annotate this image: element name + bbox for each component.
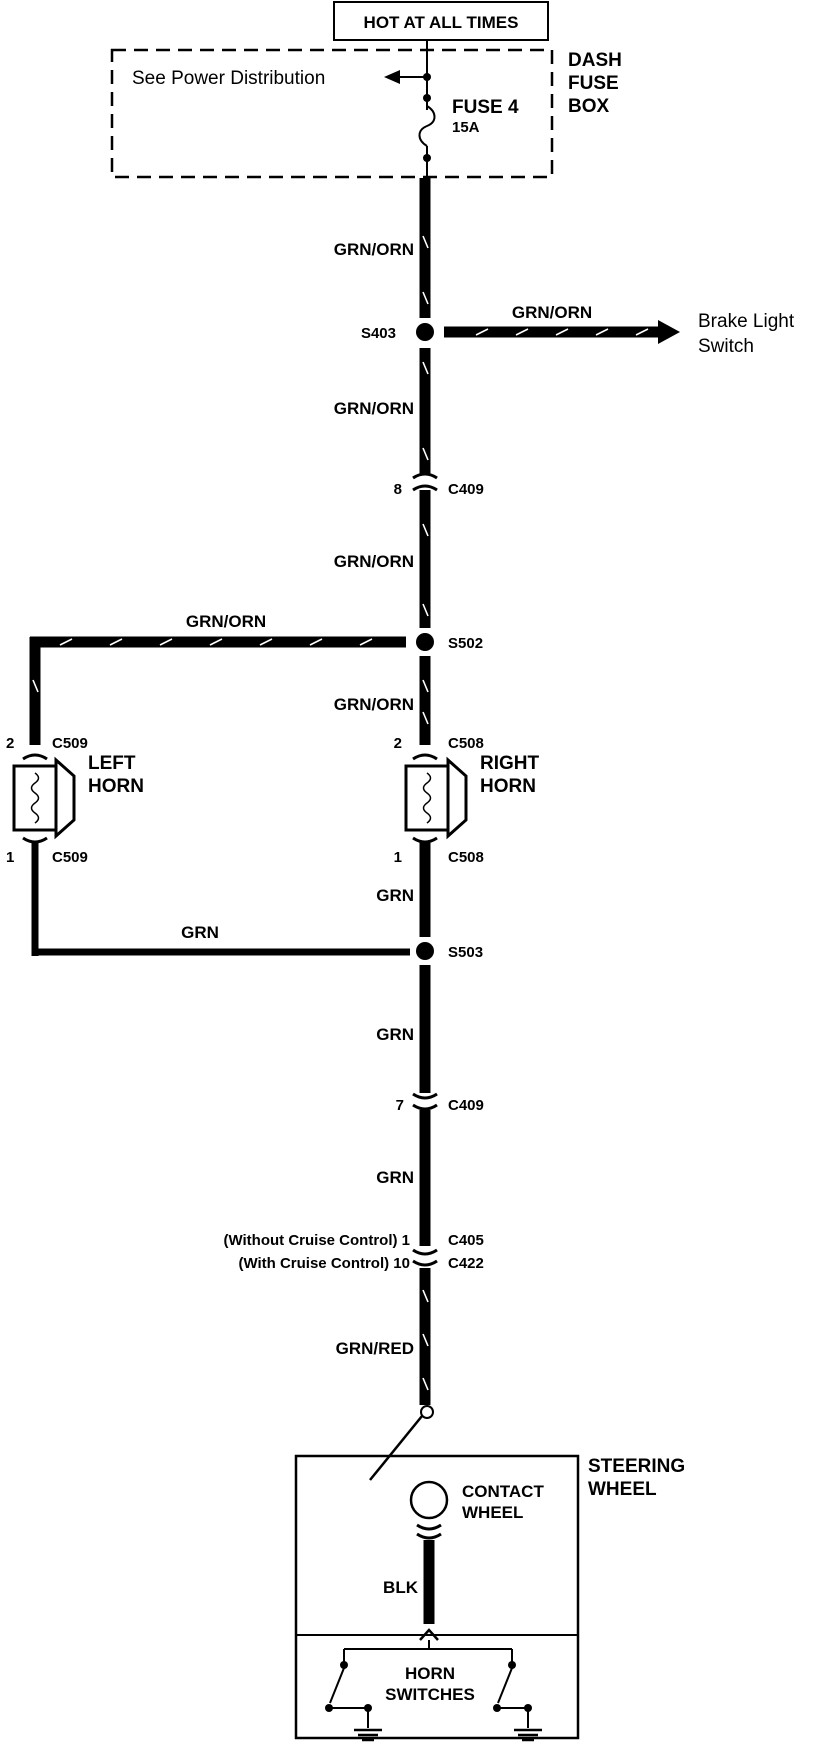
wire-brake-label: GRN/ORN [512,303,592,322]
dash-fuse-box-outline [110,48,554,179]
connector-c509-bottom-label: C509 [52,849,88,866]
right-horn-label-2: HORN [480,776,536,797]
brake-light-switch-label-2: Switch [698,336,754,357]
connector-c509-top-label: C509 [52,735,88,752]
steering-contact-arm [369,1415,423,1481]
left-horn-coil-icon [30,772,40,824]
connector-c509-top-symbol [22,753,48,761]
splice-s502 [416,633,434,651]
see-power-distribution-label: See Power Distribution [132,68,325,89]
wire-left-top-label: GRN/ORN [186,612,266,631]
wire-9-label: BLK [383,1578,419,1597]
left-horn-label-1: LEFT [88,753,136,774]
connector-c405-note: (Without Cruise Control) 1 [223,1232,410,1249]
splice-s403-label: S403 [361,325,396,342]
contact-wheel-label-1: CONTACT [462,1482,544,1501]
right-horn-switch-icon [497,1667,513,1704]
connector-c405-label: C405 [448,1232,484,1249]
wire-left-bottom-label: GRN [181,923,219,942]
connector-c409-top-label: C409 [448,481,484,498]
connector-c409-bottom-label: C409 [448,1097,484,1114]
fuse-node-top [423,73,431,81]
steering-wheel-label-1: STEERING [588,1456,685,1477]
horn-switches-label-1: HORN [405,1664,455,1683]
ground-left-icon [354,1728,382,1742]
wire-brake-hash-marks [475,328,649,336]
dash-fuse-box-label-1: DASH [568,50,622,71]
horn-switches-label-2: SWITCHES [385,1685,475,1704]
wire-1-label: GRN/ORN [334,240,414,259]
splice-s503 [416,942,434,960]
horn-switch-nodes [325,1661,532,1712]
wire-3-label: GRN/ORN [334,552,414,571]
brake-light-switch-label-1: Brake Light [698,311,795,332]
connector-c422-note: (With Cruise Control) 10 [238,1255,410,1272]
fuse-node-bottom [423,154,431,162]
wire-left-top-hash-marks [32,638,373,693]
right-horn-label-1: RIGHT [480,753,540,774]
right-horn-coil-icon [422,772,432,824]
left-horn-switch-icon [329,1667,345,1704]
hot-at-all-times-box [333,1,549,41]
connector-c508-bottom-label: C508 [448,849,484,866]
splice-s503-label: S503 [448,944,483,961]
steering-wheel-box [294,1454,580,1740]
connector-c409-bottom-symbol [412,1092,438,1111]
right-horn [404,753,468,844]
connector-c409-top-symbol [412,472,438,492]
fuse-name-label: FUSE 4 [452,97,519,118]
contact-wheel-icon [409,1480,449,1520]
connector-c508-bottom-symbol [412,836,438,844]
connector-c509-bottom-pin: 1 [6,849,14,866]
connector-c508-top-pin: 2 [394,735,402,752]
fuse-rating-label: 15A [452,119,480,136]
dash-fuse-box-label-3: BOX [568,96,610,117]
connector-c409-bottom-pin: 7 [396,1097,404,1114]
horn-switches [329,1640,529,1728]
wire-lower-hash-marks [422,1289,429,1391]
dash-fuse-box-label-2: FUSE [568,73,619,94]
splice-s502-label: S502 [448,635,483,652]
connector-c508-top-label: C508 [448,735,484,752]
wire-2-label: GRN/ORN [334,399,414,418]
left-horn-label-2: HORN [88,776,144,797]
wire-4-label: GRN/ORN [334,695,414,714]
connector-c422-label: C422 [448,1255,484,1272]
wire-7-label: GRN [376,1168,414,1187]
ground-right-icon [514,1728,542,1742]
fuse-node-mid [423,94,431,102]
left-horn [12,753,76,844]
connector-c509-bottom-symbol [22,836,48,844]
connector-c405-c422-symbol [412,1248,438,1267]
wire-8-label: GRN/RED [336,1339,414,1358]
wire-5-label: GRN [376,886,414,905]
connector-c508-bottom-pin: 1 [394,849,402,866]
connector-c508-top-symbol [412,753,438,761]
brake-light-arrow-icon [658,320,680,344]
hot-at-all-times-label: HOT AT ALL TIMES [364,13,519,32]
connector-c509-top-pin: 2 [6,735,14,752]
splice-s403 [416,323,434,341]
horn-switch-connector-symbol [419,1628,439,1641]
wire-6-label: GRN [376,1025,414,1044]
contact-wheel-label-2: WHEEL [462,1503,523,1522]
contact-wheel-connector-symbol [416,1523,442,1540]
fuse-icon [418,105,436,147]
terminal-open-node [420,1405,434,1419]
steering-wheel-label-2: WHEEL [588,1479,657,1500]
connector-c409-top-pin: 8 [394,481,402,498]
power-distribution-arrow-icon [384,70,400,84]
wire-hash-marks [422,235,429,725]
